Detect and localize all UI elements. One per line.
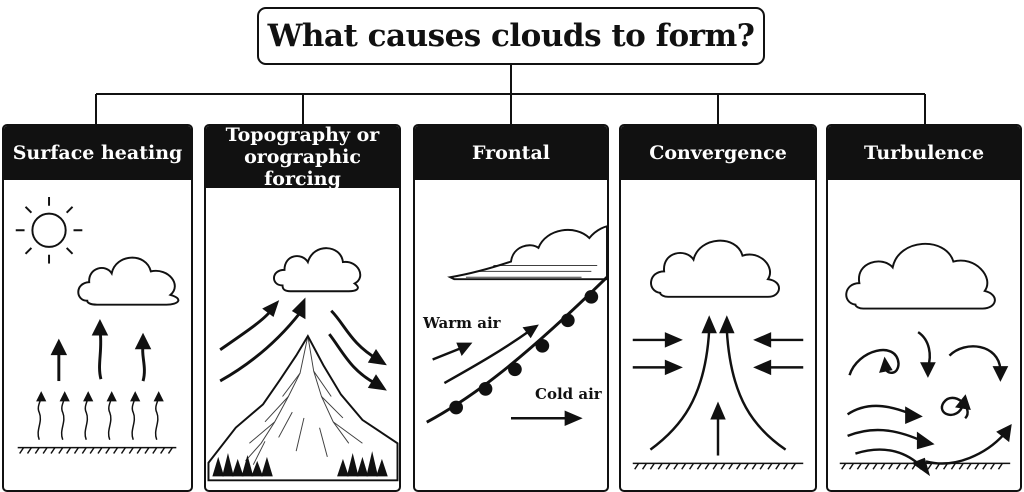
panel-header: Turbulence xyxy=(828,126,1020,180)
panel-header: Frontal xyxy=(415,126,607,180)
cloud-icon xyxy=(650,239,780,298)
cloud-icon xyxy=(77,256,180,306)
panel-frontal: Frontal Warm air Cold air xyxy=(413,124,609,492)
mountain-icon xyxy=(207,334,399,482)
ground-hatching-icon xyxy=(839,462,1011,470)
cold-air-label: Cold air xyxy=(535,385,602,403)
panel-header: Convergence xyxy=(621,126,815,180)
topography-illustration xyxy=(207,247,399,482)
ground-hatching-icon xyxy=(17,446,177,454)
rising-air-arrows-icon xyxy=(50,319,152,382)
panel-convergence: Convergence xyxy=(619,124,817,492)
swirling-arrows-icon xyxy=(846,331,1012,477)
sun-icon xyxy=(15,196,83,264)
panel-header: Topography or orographic forcing xyxy=(206,124,399,190)
panel-turbulence: Turbulence xyxy=(826,124,1022,492)
converging-arrows-icon xyxy=(632,315,804,456)
surface-heating-illustration xyxy=(15,196,180,454)
wind-arrows-icon xyxy=(432,324,583,427)
cold-front-icon xyxy=(426,276,607,424)
diagram-title: What causes clouds to form? xyxy=(267,18,755,54)
cloud-icon xyxy=(845,242,996,310)
title-box: What causes clouds to form? xyxy=(257,7,765,65)
panel-title: Convergence xyxy=(649,142,787,164)
panel-header: Surface heating xyxy=(4,126,191,180)
warm-air-label: Warm air xyxy=(423,314,501,332)
panel-title: Topography or orographic forcing xyxy=(225,124,380,190)
pine-trees-icon xyxy=(212,451,388,477)
ground-hatching-icon xyxy=(632,462,804,470)
cloud-icon xyxy=(273,247,362,293)
panel-title: Surface heating xyxy=(12,142,183,164)
panel-title: Turbulence xyxy=(863,142,985,164)
panel-topography: Topography or orographic forcing xyxy=(204,124,401,492)
panel-title: Frontal xyxy=(472,142,550,164)
turbulence-illustration xyxy=(839,242,1012,477)
upslope-arrows-icon xyxy=(219,297,387,391)
frontal-illustration xyxy=(426,225,607,427)
panel-surface-heating: Surface heating xyxy=(2,124,193,492)
convergence-illustration xyxy=(632,239,804,470)
